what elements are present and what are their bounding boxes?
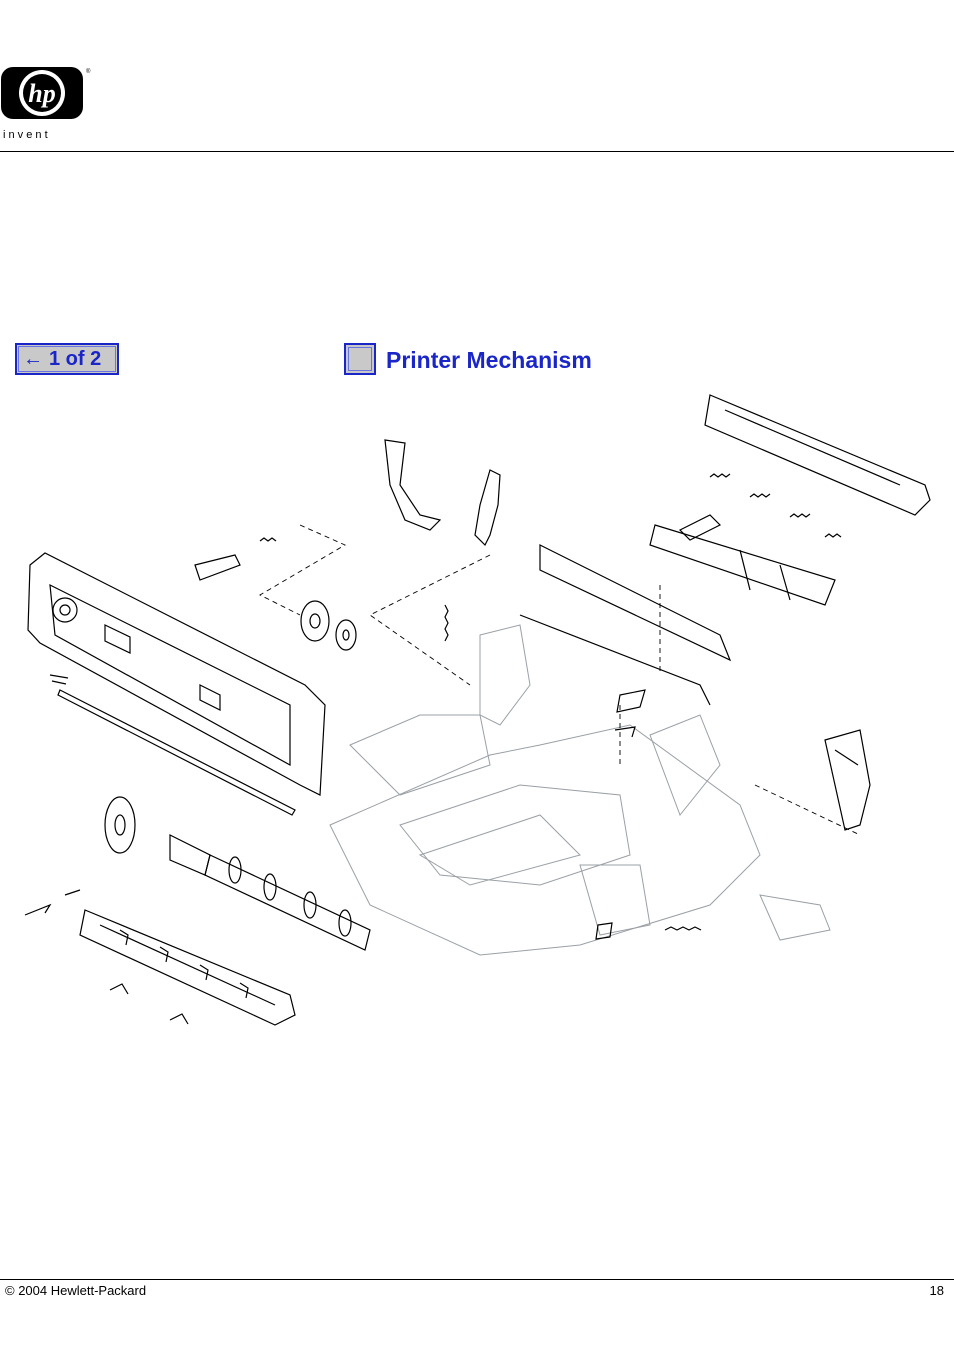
springs <box>259 473 842 931</box>
printer-mechanism-diagram <box>20 385 940 1065</box>
left-side-frame <box>27 552 326 816</box>
lower-paper-guide <box>79 909 296 1026</box>
upper-guide-frame <box>519 394 931 706</box>
section-title[interactable]: Printer Mechanism <box>386 347 592 373</box>
footer-divider <box>0 1279 954 1280</box>
header-divider <box>0 151 954 152</box>
svg-text:®: ® <box>86 68 91 75</box>
gears <box>300 600 357 651</box>
lever-arms <box>194 439 501 581</box>
svg-text:hp: hp <box>28 79 55 108</box>
right-side-bracket <box>824 729 871 831</box>
page-button-label: 1 of 2 <box>49 348 102 370</box>
page-number: 18 <box>929 1283 944 1298</box>
copyright-text: © 2004 Hewlett-Packard <box>5 1283 147 1298</box>
logo-tagline: i n v e n t <box>3 129 48 141</box>
feed-roller <box>104 796 371 951</box>
hp-logo-icon: hp ® i n v e n t <box>1 67 91 141</box>
base-chassis <box>329 624 831 956</box>
section-link-button[interactable] <box>344 343 376 375</box>
left-arrow-icon: ← <box>23 348 43 370</box>
hp-logo: hp ® i n v e n t <box>0 64 92 144</box>
small-parts <box>24 674 646 940</box>
previous-page-button[interactable]: ← 1 of 2 <box>15 343 119 375</box>
